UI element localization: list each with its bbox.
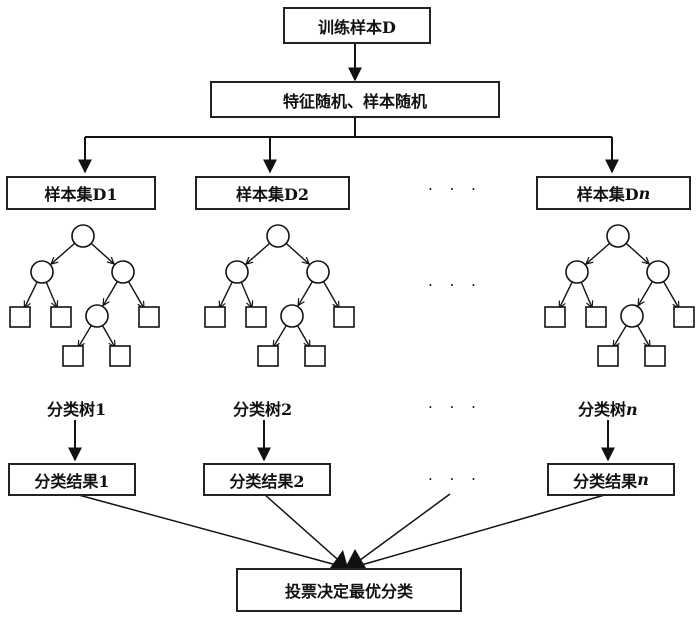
tree-node [280,304,304,328]
tree-edge [638,281,654,305]
line-dots-to-final [351,493,451,567]
result-label-n: 分类结果 [573,471,638,491]
sample-set-label-n: 样本集D [576,185,639,204]
sample-set-box-2: 样本集D2 [195,176,350,210]
tree-label-2-text: 分类树2 [233,400,293,419]
tree-edge [103,281,119,305]
sampling-box: 特征随机、样本随机 [210,81,500,118]
tree-edge [636,325,650,348]
tree-edge [298,281,314,305]
tree-node [266,224,290,248]
tree-edge [662,281,679,309]
tree-leaf [585,306,607,328]
sample-set-label-1: 样本集D1 [44,185,118,204]
tree-edge [90,242,114,264]
tree-leaf [50,306,72,328]
tree-leaf [644,345,666,367]
tree-edge [625,242,649,264]
line-result1-to-final [74,493,341,567]
tree-leaf [597,345,619,367]
sample-set-label-2: 样本集D2 [235,185,309,204]
result-box-2: 分类结果2 [203,463,331,496]
training-sample-box: 训练样本D [283,7,431,44]
sampling-label: 特征随机、样本随机 [282,91,427,111]
ellipsis-trees: · · · [428,276,482,294]
final-arrowheads [330,549,366,568]
tree-label-1: 分类树1 [47,396,106,420]
tree-leaf [9,306,31,328]
tree-edge [273,325,287,347]
tree-edge [45,281,57,308]
tree-leaf [257,345,279,367]
result-label-n-suffix: n [637,470,649,489]
ellipsis-tree-labels: · · · [428,398,482,416]
sample-set-suffix-n: n [638,183,651,203]
tree-leaf [138,306,160,328]
decision-tree-1 [9,224,160,367]
result-box-1: 分类结果1 [8,463,136,496]
tree-edge [51,242,76,264]
decision-tree-2 [204,224,355,367]
tree-edge [613,325,627,347]
tree-edge [219,281,233,308]
tree-edge [246,242,271,264]
tree-node [620,304,644,328]
tree-node [30,260,54,284]
tree-label-1-text: 分类树1 [47,400,107,419]
tree-edge [285,242,309,264]
decision-tree-n [544,224,695,367]
tree-edge [78,325,92,347]
ellipsis-results: · · · [428,470,482,488]
tree-node [646,260,670,284]
result-label-2: 分类结果2 [229,471,305,491]
tree-label-n: 分类树n [578,396,638,420]
tree-leaf [204,306,226,328]
tree-leaf [333,306,355,328]
ellipsis-sample-sets: · · · [428,180,482,198]
tree-leaf [544,306,566,328]
tree-node [85,304,109,328]
tree-edge [580,281,592,308]
tree-edge [322,281,339,309]
tree-label-n-text: 分类树 [578,400,627,419]
tree-edge [559,281,573,308]
tree-node [565,260,589,284]
tree-edge [296,325,310,348]
tree-node [71,224,95,248]
tree-node [111,260,135,284]
tree-edge [24,281,38,308]
final-vote-label: 投票决定最优分类 [284,582,413,601]
tree-leaf [62,345,84,367]
tree-leaf [109,345,131,367]
result-label-1: 分类结果1 [34,471,110,491]
training-sample-label: 训练样本D [318,17,396,37]
tree-edge [127,281,144,309]
sample-set-box-1: 样本集D1 [6,176,156,210]
tree-leaf [245,306,267,328]
tree-node [606,224,630,248]
tree-leaf [673,306,695,328]
tree-leaf [304,345,326,367]
tree-node [306,260,330,284]
tree-edge [240,281,252,308]
tree-node [225,260,249,284]
line-result2-to-final [263,493,346,567]
tree-label-2: 分类树2 [233,396,292,420]
tree-edge [586,242,611,264]
final-vote-box: 投票决定最优分类 [236,568,462,612]
line-resultn-to-final [357,493,609,567]
tree-label-n-suffix: n [626,400,638,419]
tree-edge [101,325,115,348]
